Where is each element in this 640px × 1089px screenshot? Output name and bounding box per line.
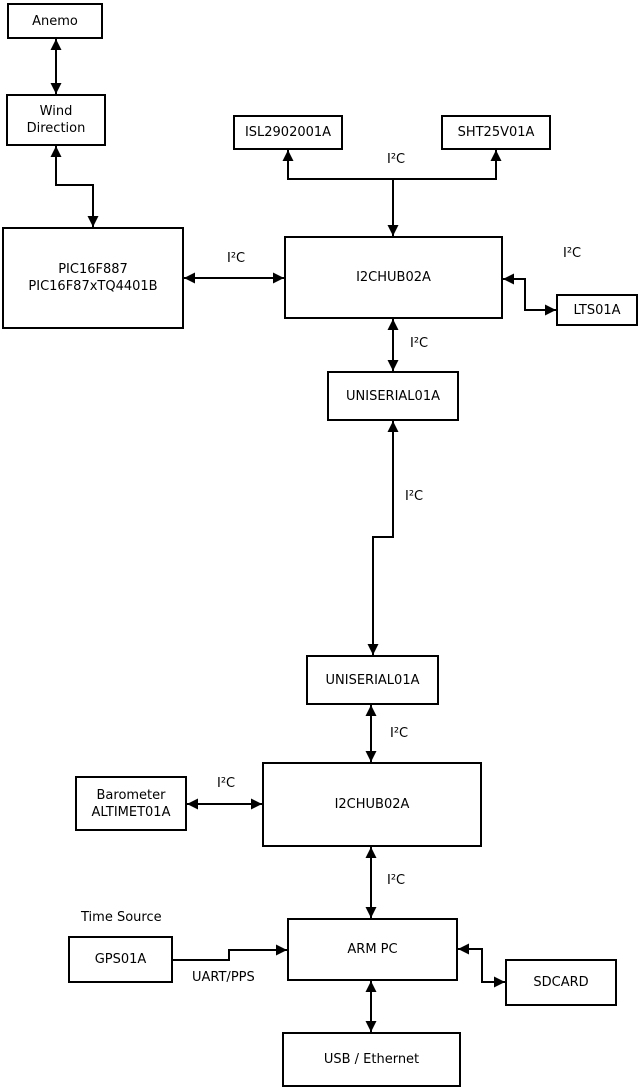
connector-uniserial1-uniserial2 (367, 421, 399, 655)
box-barometer-altimet01a: Barometer ALTIMET01A (75, 776, 187, 831)
box-anemo: Anemo (7, 3, 103, 39)
box-wind-direction: Wind Direction (6, 94, 106, 146)
box-isl2902001a: ISL2902001A (233, 115, 343, 150)
box-uniserial01a-lower: UNISERIAL01A (306, 655, 439, 705)
label-i2c-uniserial-link: I²C (405, 489, 424, 504)
box-arm-pc: ARM PC (287, 918, 458, 981)
box-sdcard: SDCARD (505, 959, 617, 1006)
label-i2c-hub1-lts: I²C (563, 246, 582, 261)
connector-armpc-sdcard (458, 943, 505, 988)
box-usb-ethernet: USB / Ethernet (282, 1032, 461, 1087)
label-uart-pps: UART/PPS (192, 970, 255, 985)
label-i2c-hub2-armpc: I²C (387, 873, 406, 888)
label-i2c-sensor-split: I²C (387, 152, 406, 167)
box-i2chub02a-lower: I2CHUB02A (262, 762, 482, 847)
box-pic-microcontroller: PIC16F887 PIC16F87xTQ4401B (2, 227, 184, 329)
connector-gps-armpc (173, 944, 287, 961)
connector-wind-pic (50, 146, 99, 227)
label-i2c-barometer-hub2: I²C (217, 776, 236, 791)
label-i2c-uniserial2-hub2: I²C (390, 726, 409, 741)
box-lts01a: LTS01A (556, 294, 638, 326)
box-gps01a: GPS01A (68, 936, 173, 983)
box-sht25v01a: SHT25V01A (441, 115, 551, 150)
label-time-source: Time Source (81, 910, 162, 925)
box-i2chub02a-upper: I2CHUB02A (284, 236, 503, 319)
connector-hub1-lts (503, 273, 556, 316)
label-i2c-hub1-uniserial1: I²C (410, 336, 429, 351)
box-uniserial01a-upper: UNISERIAL01A (327, 371, 459, 421)
label-i2c-pic-hub1: I²C (227, 251, 246, 266)
